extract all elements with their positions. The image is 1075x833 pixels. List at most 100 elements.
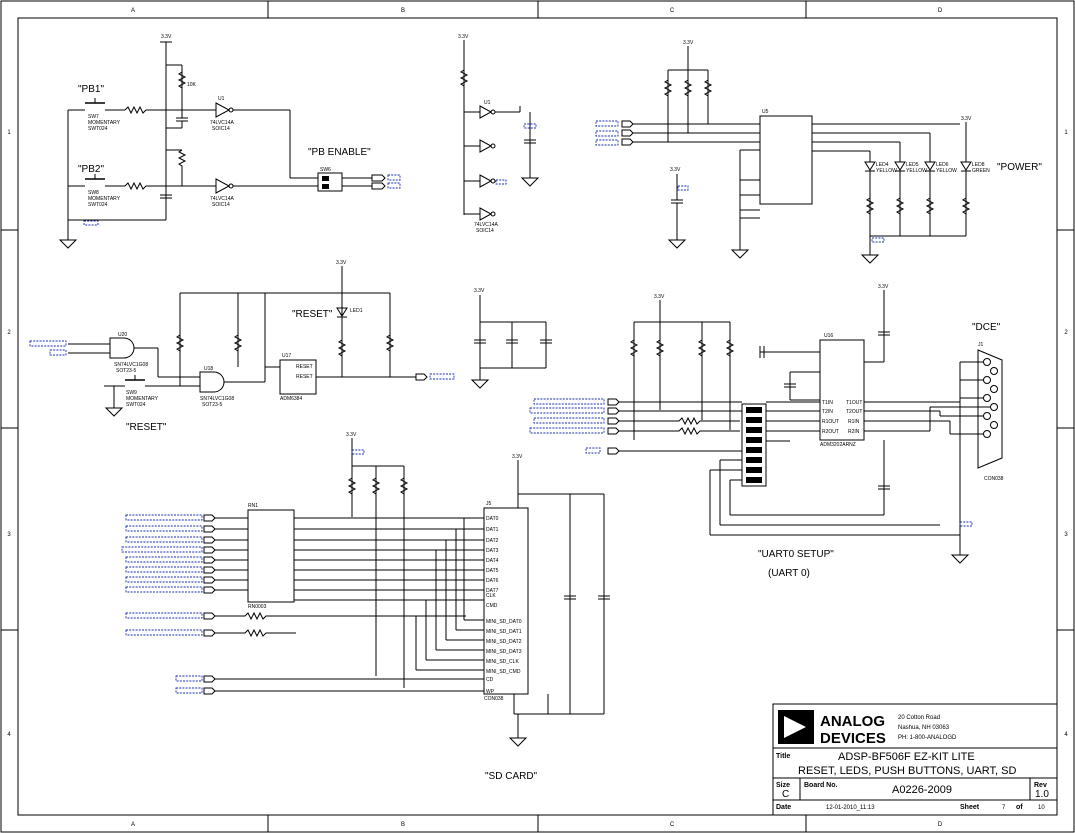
uart-setup-label: "UART0 SETUP" — [758, 549, 834, 560]
sheet-label: Sheet — [960, 804, 980, 811]
u16-pin-r2in: R2IN — [848, 429, 860, 435]
led5-ref: LED5 — [906, 162, 919, 168]
led6-ref: LED6 — [936, 162, 949, 168]
u16-pin-t1in: T1IN — [822, 400, 833, 406]
sw7-part: SWT024 — [88, 126, 108, 132]
sd-card-section: "SD CARD" 3.3V RN1 RN0003 — [121, 432, 610, 782]
board-label: Board No. — [804, 782, 838, 789]
u1-ref-b: U1 — [484, 100, 491, 106]
u20-ref: U20 — [118, 332, 127, 338]
sd-pin-mini-dat3: MINI_SD_DAT3 — [486, 649, 522, 655]
sd-pin-mini-cmd: MINI_SD_CMD — [486, 669, 521, 675]
sd-pin-mini-dat2: MINI_SD_DAT2 — [486, 639, 522, 645]
rail-3v3-d1: 3.3V — [961, 116, 972, 122]
u17-pin-a: RESET — [296, 364, 313, 370]
sw9-part: SWT024 — [126, 402, 146, 408]
adi-logo-icon — [778, 710, 814, 744]
u16-part: ADM3202ARNZ — [820, 442, 856, 448]
sd-pin-mini-dat0: MINI_SD_DAT0 — [486, 619, 522, 625]
sd-pin-dat0: DAT0 — [486, 516, 499, 522]
pb1-label: "PB1" — [78, 84, 104, 95]
pushbutton-section: "PB1" "PB2" 3.3V 10K SW7 MOMENTARY SWT02… — [58, 34, 401, 249]
rn1-part: RN0003 — [248, 604, 267, 610]
row-4-right: 4 — [1064, 732, 1068, 738]
sheet-value: 7 — [1002, 805, 1006, 811]
rail-3v3-c1b: 3.3V — [670, 167, 681, 173]
row-2-left: 2 — [7, 330, 11, 336]
dce-label: "DCE" — [972, 322, 1001, 333]
row-3-right: 3 — [1064, 532, 1068, 538]
date-label: Date — [776, 804, 791, 811]
u16-ref: U16 — [824, 333, 833, 339]
pb2-label: "PB2" — [78, 164, 104, 175]
sw9-desc: MOMENTARY — [126, 396, 159, 402]
u1-pkg-b: SOIC14 — [212, 202, 230, 208]
j5-part: CON038 — [484, 696, 504, 702]
address-line2: Nashua, NH 03063 — [898, 725, 950, 731]
sw9-ref: SW9 — [126, 390, 137, 396]
col-a-bottom: A — [131, 822, 135, 828]
u1-ref-a: U1 — [218, 96, 225, 102]
reset-bottom-label: "RESET" — [126, 422, 167, 433]
u18-ref: U18 — [204, 366, 213, 372]
rail-3v3-c1: 3.3V — [683, 40, 694, 46]
sw7-ref: SW7 — [88, 114, 99, 120]
spare-inverters: 3.3V U1 74LVC14A SOIC14 — [458, 34, 540, 234]
led5-color: YELLOW — [906, 168, 927, 174]
col-b-bottom: B — [401, 822, 405, 828]
u16-pin-r1in: R1IN — [848, 419, 860, 425]
u1-part-a: 74LVC14A — [210, 120, 234, 126]
date-value: 12-01-2010_11:13 — [826, 805, 875, 811]
u18-part: SN74LVC1G08 — [200, 396, 234, 402]
title-label: Title — [776, 753, 790, 760]
sd-pin-mini-clk: MINI_SD_CLK — [486, 659, 519, 665]
board-value: A0226-2009 — [892, 784, 952, 796]
col-b-top: B — [401, 8, 405, 14]
led6-color: YELLOW — [936, 168, 957, 174]
rn1-ref: RN1 — [248, 503, 258, 509]
sd-pin-clk: CLK — [486, 593, 496, 599]
rail-3v3-c2: 3.3V — [654, 294, 665, 300]
col-c-top: C — [670, 8, 675, 14]
sd-pin-dat2: DAT2 — [486, 538, 499, 544]
reset-top-label: "RESET" — [292, 309, 333, 320]
u1-part-c: 74LVC14A — [474, 222, 498, 228]
company-line1: ANALOG — [820, 713, 885, 730]
sd-pin-dat1: DAT1 — [486, 527, 499, 533]
sw6-ref: SW6 — [320, 167, 331, 173]
sd-pin-mini-dat1: MINI_SD_DAT1 — [486, 629, 522, 635]
u17-ref: U17 — [282, 353, 291, 359]
phone-line: PH: 1-800-ANALOGD — [898, 735, 957, 741]
sd-pin-dat6: DAT6 — [486, 578, 499, 584]
u20-pkg: SOT23-5 — [116, 368, 137, 374]
col-a-top: A — [131, 8, 135, 14]
j1-ref: J1 — [978, 342, 984, 348]
sd-pin-dat5: DAT5 — [486, 568, 499, 574]
reset-section: "RESET" "RESET" U20 SN74LVC1G08 SOT23-5 … — [29, 260, 552, 433]
sd-card-label: "SD CARD" — [485, 771, 538, 782]
sw7-desc: MOMENTARY — [88, 120, 121, 126]
u18-pkg: SOT23-5 — [202, 402, 223, 408]
rail-3v3-b2b: 3.3V — [474, 288, 485, 294]
r-pb1-val: 10K — [187, 82, 197, 88]
u16-pin-r1out: R1OUT — [822, 419, 839, 425]
rail-3v3-a1: 3.3V — [161, 34, 172, 40]
sd-pin-dat3: DAT3 — [486, 548, 499, 554]
rail-3v3-b1: 3.3V — [458, 34, 469, 40]
title-line1: ADSP-BF506F EZ-KIT LITE — [838, 751, 975, 763]
sd-pin-dat7: DAT7 — [486, 588, 499, 594]
sd-pin-wp: WP — [486, 689, 495, 695]
company-line2: DEVICES — [820, 730, 886, 747]
led8-color: GREEN — [972, 168, 990, 174]
j5-ref: J5 — [486, 501, 492, 507]
rev-label: Rev — [1034, 782, 1047, 789]
title-line2: RESET, LEDS, PUSH BUTTONS, UART, SD — [798, 765, 1016, 777]
rail-3v3-d2: 3.3V — [878, 284, 889, 290]
u17-pin-b: RESET — [296, 374, 313, 380]
rail-3v3-b3: 3.3V — [346, 432, 357, 438]
sd-pin-dat4: DAT4 — [486, 558, 499, 564]
size-value: C — [782, 789, 789, 800]
u1-pkg-c: SOIC14 — [476, 228, 494, 234]
